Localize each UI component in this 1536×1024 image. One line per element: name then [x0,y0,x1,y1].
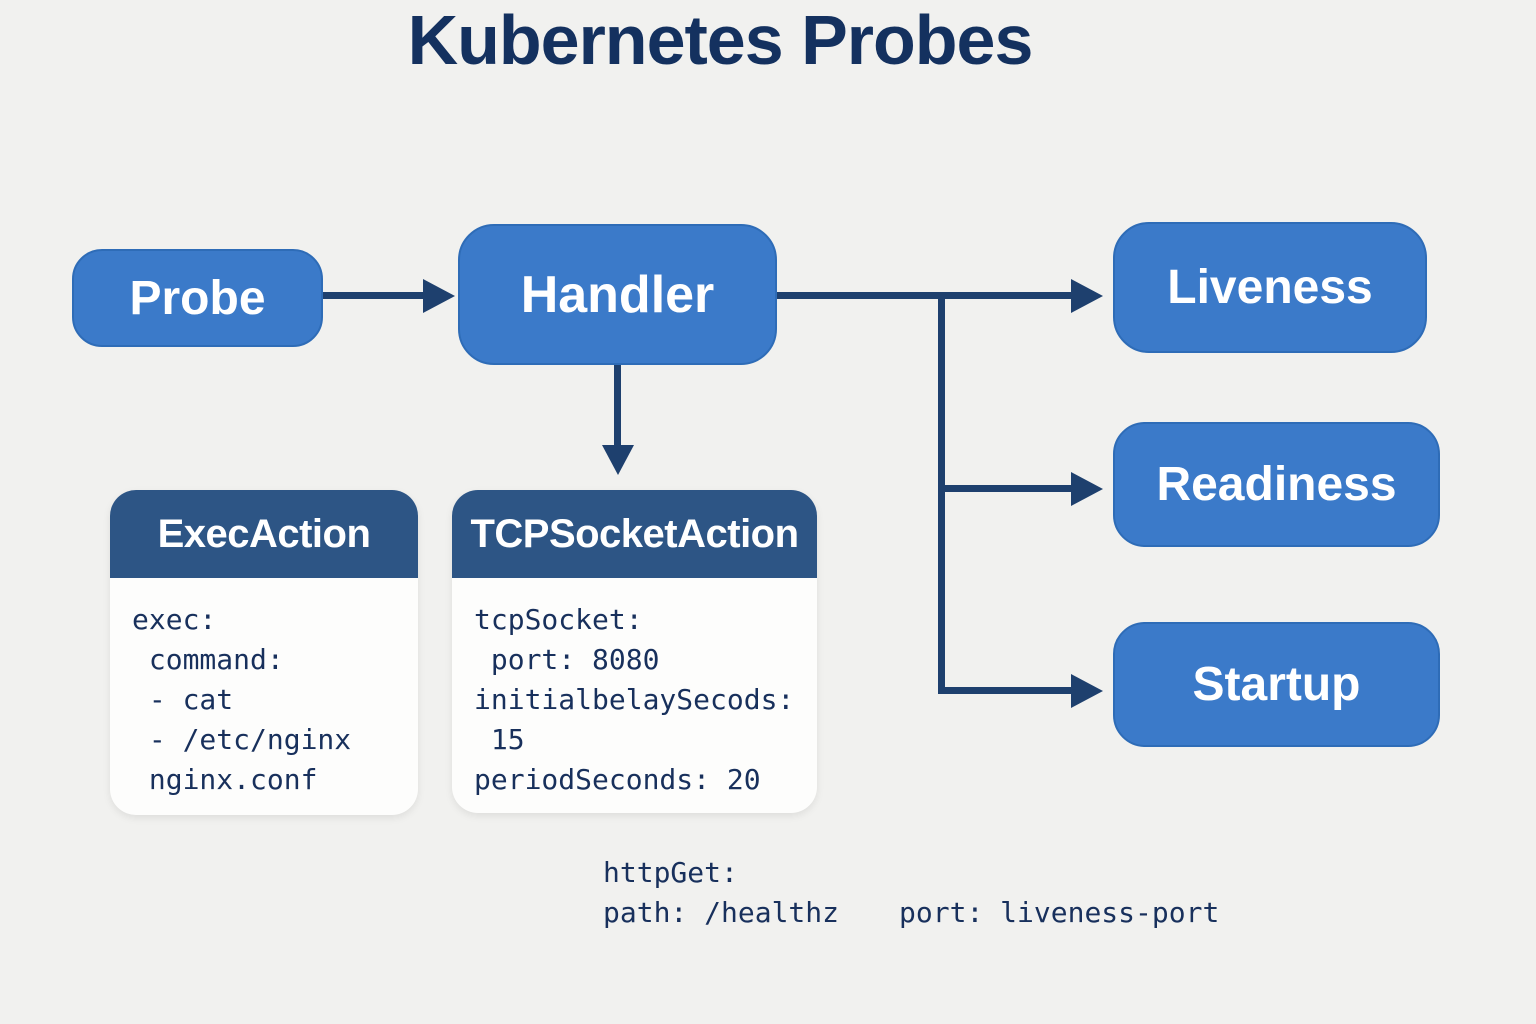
node-probe: Probe [72,249,323,347]
arrowhead-right-icon [1071,472,1103,506]
code-line: - cat [132,683,234,716]
code-line: port: 8080 [474,643,660,676]
card-tcp-socket-action-code: tcpSocket: port: 8080 initialbelaySecods… [452,578,817,800]
code-line: command: [132,643,284,676]
card-exec-action: ExecAction exec: command: - cat - /etc/n… [110,490,418,815]
node-readiness: Readiness [1113,422,1440,547]
connector-probe-handler [323,292,425,299]
code-line: periodSeconds: 20 [474,763,761,796]
code-line: tcpSocket: [474,603,643,636]
node-startup-label: Startup [1192,658,1361,711]
httpget-note: httpGet: path: /healthz port: liveness-p… [603,853,1219,933]
arrowhead-right-icon [423,279,455,313]
page-title: Kubernetes Probes [407,1,1034,79]
connector-trunk [938,292,945,694]
httpget-port: port: liveness-port [899,896,1220,929]
node-startup: Startup [1113,622,1440,747]
httpget-path: path: /healthz [603,896,840,929]
card-tcp-socket-action-header: TCPSocketAction [452,490,817,578]
card-tcp-socket-action: TCPSocketAction tcpSocket: port: 8080 in… [452,490,817,813]
code-line: exec: [132,603,217,636]
connector-handler-liveness [777,292,1073,299]
card-exec-action-header: ExecAction [110,490,418,578]
connector-branch-readiness [938,485,1073,492]
arrowhead-right-icon [1071,674,1103,708]
connector-branch-startup [938,687,1073,694]
code-line: 15 [474,723,525,756]
code-line: nginx.conf [132,763,318,796]
code-line: - /etc/nginx [132,723,352,756]
code-line: initialbelaySecods: [474,683,795,716]
node-probe-label: Probe [129,271,266,325]
httpget-line2: path: /healthz port: liveness-port [603,893,1219,933]
node-readiness-label: Readiness [1156,458,1397,511]
httpget-line1: httpGet: [603,856,738,889]
connector-handler-tcpsocket [614,365,621,446]
node-handler-label: Handler [520,265,715,324]
arrowhead-down-icon [602,445,634,475]
node-liveness: Liveness [1113,222,1427,353]
node-liveness-label: Liveness [1167,261,1373,314]
node-handler: Handler [458,224,777,365]
arrowhead-right-icon [1071,279,1103,313]
card-exec-action-code: exec: command: - cat - /etc/nginx nginx.… [110,578,418,800]
